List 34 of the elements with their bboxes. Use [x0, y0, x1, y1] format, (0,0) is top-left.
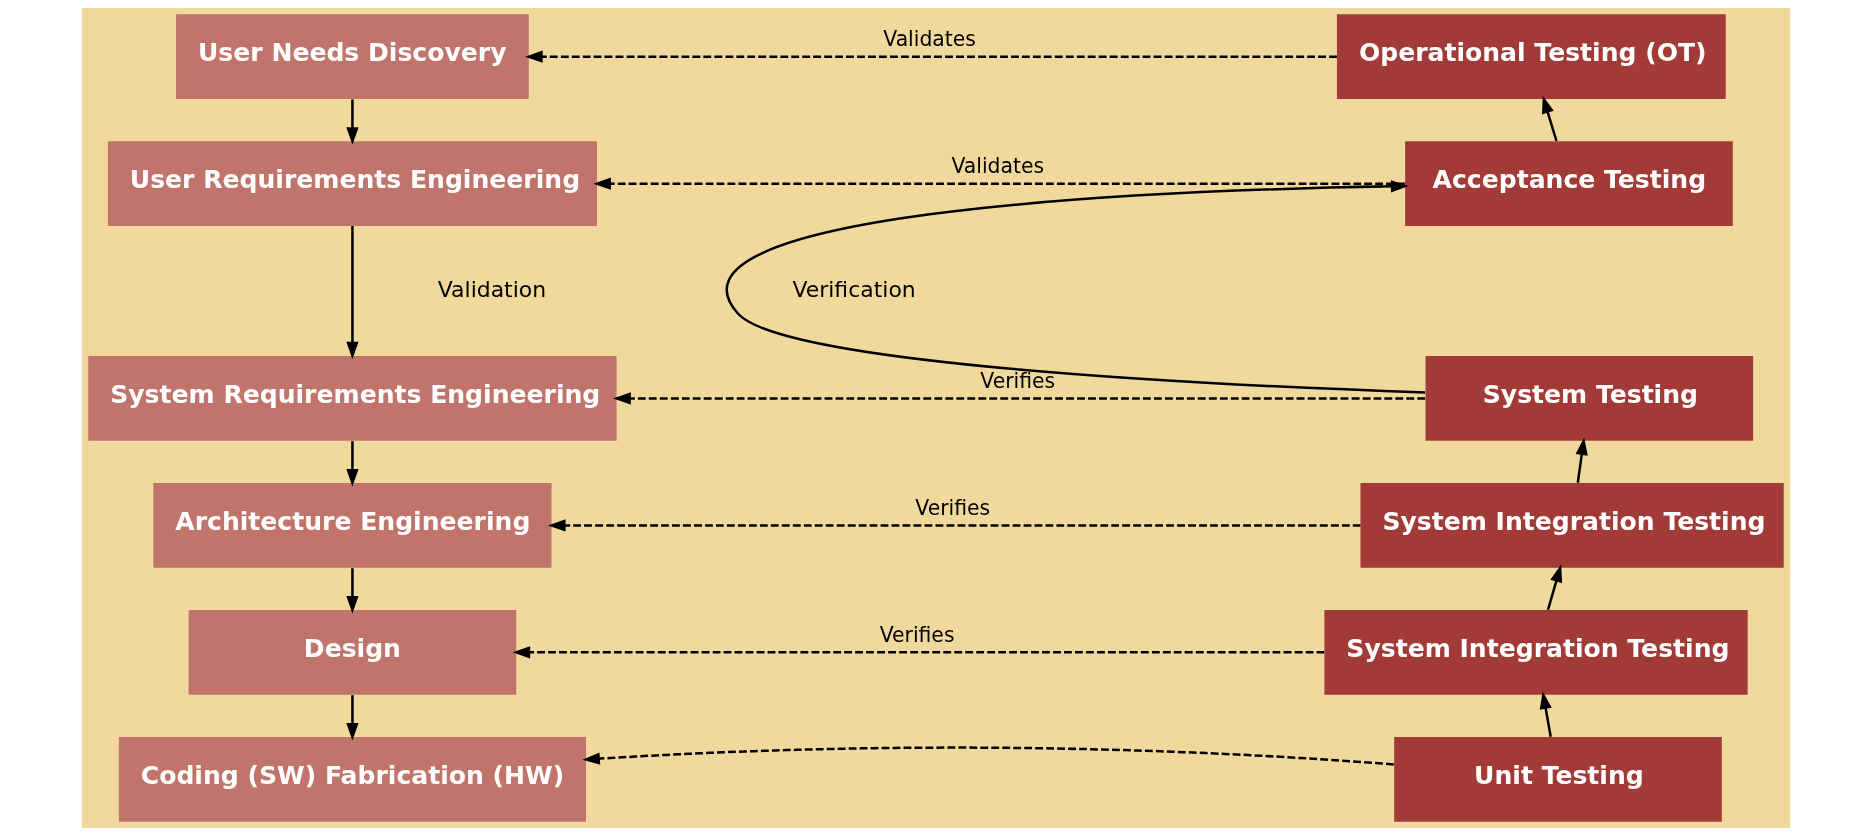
edge-label: Verifies	[914, 496, 990, 521]
node-box: User Needs Discovery	[175, 14, 529, 99]
node-box: Operational Testing (OT)	[1336, 14, 1726, 99]
arrow	[345, 99, 359, 145]
node-box: Design	[188, 610, 516, 695]
node-box: System Testing	[1425, 356, 1753, 441]
arrow	[1539, 691, 1552, 737]
edge-label: Validates	[882, 27, 976, 52]
arrow	[345, 441, 359, 487]
node-box: Unit Testing	[1393, 737, 1722, 822]
arrow	[581, 746, 1394, 766]
arrow	[512, 646, 1324, 659]
node-box: Acceptance Testing	[1404, 141, 1733, 226]
label: Verification	[791, 276, 916, 302]
arrow	[345, 568, 359, 614]
arrow	[524, 50, 1337, 63]
node-box: System Requirements Engineering	[87, 356, 617, 441]
arrow	[345, 226, 359, 360]
arrow	[592, 177, 1405, 190]
node-box: System Integration Testing	[1323, 610, 1748, 695]
edge-label: Validates	[950, 154, 1044, 179]
arrow	[612, 392, 1425, 405]
edge-label: Verifies	[979, 369, 1055, 394]
node-box: User Requirements Engineering	[107, 141, 597, 226]
arrow	[1575, 437, 1588, 483]
node-box: System Integration Testing	[1359, 483, 1784, 568]
arrow	[345, 695, 359, 741]
edge-label: Verifies	[879, 623, 955, 648]
node-box: Coding (SW) Fabrication (HW)	[118, 737, 586, 822]
arrow	[1541, 95, 1558, 142]
arrow	[1546, 564, 1562, 611]
node-box: Architecture Engineering	[152, 483, 551, 568]
label: Validation	[437, 276, 546, 302]
arrow	[547, 519, 1360, 532]
